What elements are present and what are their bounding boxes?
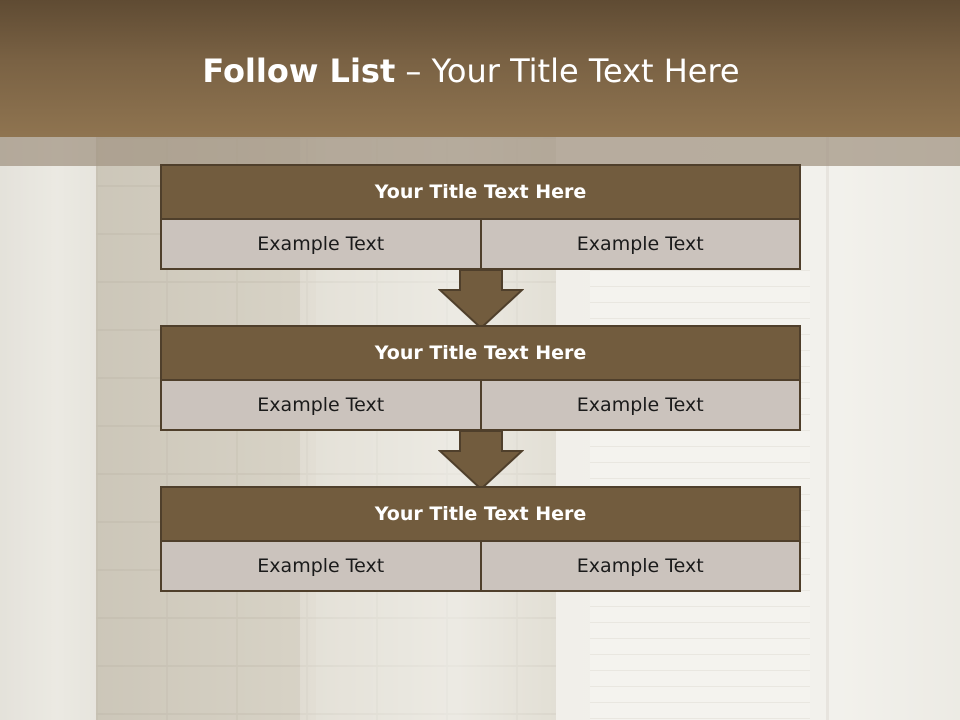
block-cell-left: Example Text: [160, 542, 480, 592]
block-row: Example Text Example Text: [160, 381, 801, 431]
block-title: Your Title Text Here: [160, 486, 801, 542]
slide-title: Follow List – Your Title Text Here: [0, 52, 942, 90]
block-row: Example Text Example Text: [160, 542, 801, 592]
block-cell-right: Example Text: [479, 542, 801, 592]
block-row: Example Text Example Text: [160, 220, 801, 270]
block-cell-left: Example Text: [160, 220, 480, 270]
block-cell-right: Example Text: [479, 381, 801, 431]
slide-title-rest: – Your Title Text Here: [395, 52, 740, 90]
flow-block-1: Your Title Text Here Example Text Exampl…: [160, 164, 801, 270]
down-arrow-icon: [438, 431, 524, 491]
header-bar: [0, 0, 960, 137]
block-title: Your Title Text Here: [160, 164, 801, 220]
down-arrow-icon: [438, 270, 524, 330]
block-title: Your Title Text Here: [160, 325, 801, 381]
slide-title-bold: Follow List: [202, 52, 396, 90]
flow-block-3: Your Title Text Here Example Text Exampl…: [160, 486, 801, 592]
header-strip: [0, 137, 960, 166]
block-cell-left: Example Text: [160, 381, 480, 431]
flow-block-2: Your Title Text Here Example Text Exampl…: [160, 325, 801, 431]
block-cell-right: Example Text: [479, 220, 801, 270]
